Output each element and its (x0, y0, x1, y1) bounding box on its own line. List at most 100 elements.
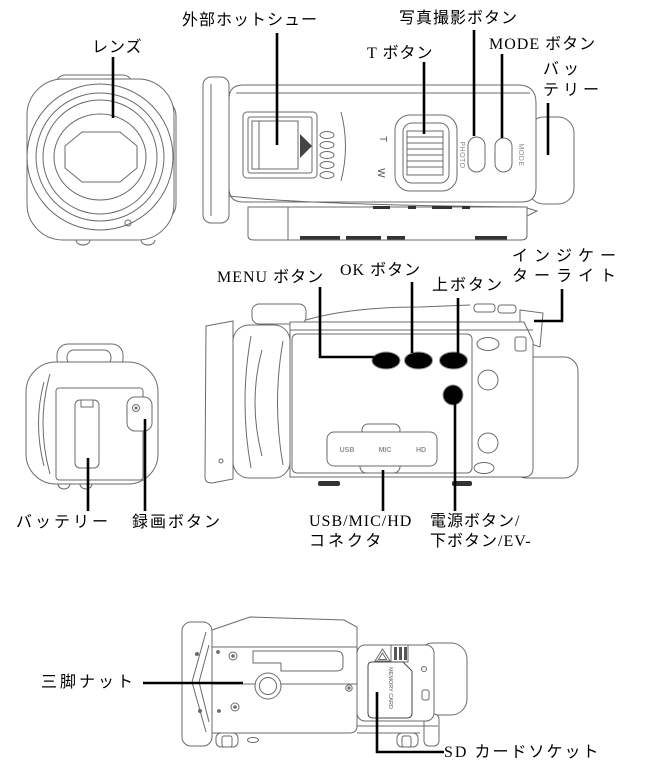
label-usb-connector-line2: コネクタ (309, 533, 385, 550)
mic-engraving: MIC (379, 447, 392, 454)
side-oval-slot-top (476, 337, 500, 351)
leader-menu-button (318, 287, 374, 359)
label-plate (252, 650, 344, 672)
bottom-slot (247, 737, 259, 743)
hot-shoe-arrow-icon (300, 134, 312, 158)
label-sd-card-socket: SD カードソケット (444, 744, 601, 761)
sd-card (367, 661, 413, 719)
lens-glass (53, 113, 147, 201)
warning-triangle-inner (377, 652, 388, 660)
record-button-dot (132, 404, 140, 412)
hd-engraving: HD (416, 447, 426, 454)
label-ok-button: OK ボタン (340, 262, 422, 279)
mode-engraving: MODE (517, 144, 524, 167)
bottom-body (211, 616, 358, 734)
speaker-grille (319, 131, 335, 179)
zoom-rocker-recess (394, 114, 458, 192)
hot-shoe-frame (247, 116, 313, 174)
top-strap-tab (526, 207, 539, 217)
label-battery-rear: バッテリー (16, 514, 112, 531)
memory-card-engraving: MEMORY CARD (387, 667, 393, 709)
side-oval-slot-bottom (473, 462, 495, 474)
label-power-button: 電源ボタン/ 下ボタン/EV- (430, 512, 532, 552)
barrel-arc-3 (277, 340, 284, 466)
label-lens: レンズ (92, 39, 143, 56)
lens-hood-rim (202, 76, 230, 224)
menu-button (371, 351, 401, 370)
lens-aperture (64, 131, 138, 183)
rear-foot-right (79, 483, 93, 490)
up-button (439, 351, 468, 370)
leader-lines (86, 30, 564, 754)
usb-engraving: USB (340, 447, 355, 454)
slab-screw (218, 458, 224, 464)
label-photo-button: 写真撮影ボタン (399, 10, 519, 27)
top-curve-line (340, 111, 346, 182)
side-panel-buttons (371, 351, 468, 406)
bottom-foot-left (215, 732, 239, 748)
side-viewfinder-bump (251, 303, 307, 325)
top-view-drawing: T W PHOTO MODE (202, 76, 575, 241)
label-battery-top-line1: バッ (543, 61, 584, 78)
label-battery-top: バッ テリー (543, 59, 603, 101)
warning-triangle-icon (374, 648, 391, 662)
bottom-screw-2-dot (233, 705, 237, 709)
bottom-foot-right-pad (401, 735, 412, 748)
card-eject-hole (421, 666, 427, 672)
label-indicator-light: インジケー ターライト (512, 247, 622, 287)
tripod-mount-thread (259, 677, 277, 695)
label-power-button-line1: 電源ボタン/ (430, 513, 521, 530)
cap-screw-top (195, 652, 199, 656)
hot-shoe (251, 120, 299, 170)
zoom-t-engraving: T (377, 136, 388, 142)
side-top-silhouette (305, 304, 471, 321)
lens-ring-mid (35, 92, 165, 222)
bottom-screw-1 (228, 651, 238, 661)
ok-button (404, 351, 433, 370)
bottom-screw-3 (345, 684, 353, 692)
lens-ring-outer (26, 83, 174, 231)
label-t-button: T ボタン (367, 45, 434, 62)
side-feet (318, 481, 472, 486)
label-usb-connector-line1: USB/MIC/HD (309, 513, 413, 530)
label-up-button: 上ボタン (432, 277, 505, 294)
top-lcd-seam (228, 195, 528, 208)
barrel-arc-1 (244, 335, 252, 469)
hot-shoe-recess (242, 111, 318, 179)
label-tripod-nut: 三脚ナット (41, 674, 137, 691)
label-indicator-light-line1: インジケー (512, 248, 623, 265)
top-lcd-back (247, 206, 528, 241)
zoom-rocker-frame (402, 122, 450, 184)
top-vent-ticks (300, 206, 507, 240)
label-usb-connector: USB/MIC/HD コネクタ (309, 512, 412, 552)
side-round-hole-2 (477, 432, 499, 454)
power-down-ev-button (442, 384, 464, 406)
usb-mic-hd-cover (326, 431, 438, 467)
rear-curve-outer (42, 373, 51, 475)
top-body (228, 84, 537, 203)
label-indicator-light-line2: ターライト (512, 268, 623, 285)
zoom-w-engraving: W (375, 168, 386, 178)
side-view-drawing: USB MIC HD (204, 303, 579, 486)
bottom-screw-2 (230, 702, 240, 712)
bottom-pin-2 (217, 709, 221, 713)
label-hot-shoe: 外部ホットシュー (182, 12, 319, 29)
bottom-view-drawing: MEMORY CARD (181, 616, 468, 748)
leader-indicator-light (534, 289, 564, 323)
record-button (126, 396, 153, 432)
front-view-drawing (26, 74, 177, 246)
leader-sd-card (375, 692, 444, 754)
side-top-tab-2 (497, 304, 517, 314)
battery-slot (74, 399, 100, 469)
label-mode-button: MODE ボタン (489, 36, 597, 53)
card-latch (421, 689, 430, 701)
photo-button (467, 136, 486, 173)
front-foot-right (140, 239, 156, 246)
label-record-button: 録画ボタン (132, 514, 223, 531)
bottom-foot-right (396, 732, 419, 748)
tripod-mount (254, 672, 282, 700)
bottom-pin-1 (216, 650, 220, 654)
photo-engraving: PHOTO (458, 141, 465, 168)
